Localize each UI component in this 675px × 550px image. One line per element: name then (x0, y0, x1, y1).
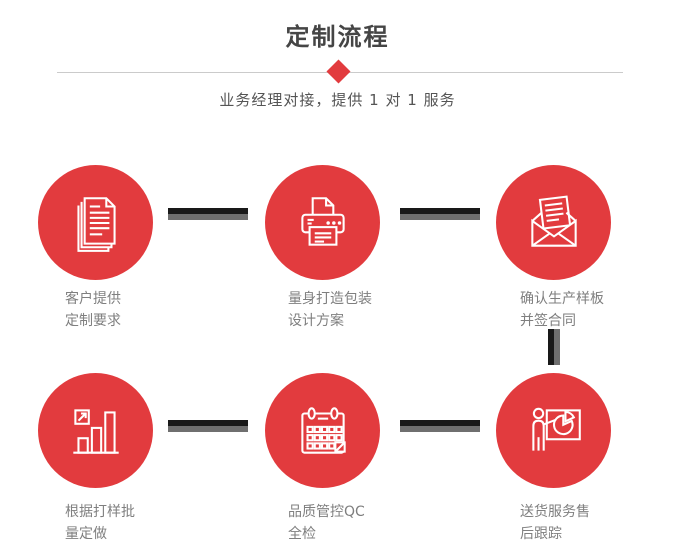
step-label-1-line1: 客户提供 (65, 291, 121, 307)
step-label-3: 确认生产样板 并签合同 (520, 288, 604, 332)
step-label-1: 客户提供 定制要求 (65, 288, 121, 332)
step-label-4-line2: 量定做 (65, 526, 107, 542)
step-circle-4 (38, 373, 153, 488)
page-title: 定制流程 (285, 23, 390, 51)
step-label-4: 根据打样批 量定做 (65, 501, 135, 545)
documents-icon (76, 196, 116, 252)
step-circle-3 (496, 165, 611, 280)
subtitle: 业务经理对接，提供 1 对 1 服务 (219, 91, 456, 109)
step-circle-6 (496, 373, 611, 488)
step-circle-2 (265, 165, 380, 280)
calendar-icon (300, 406, 346, 454)
connector-step5-step6 (400, 420, 480, 432)
step-label-6-line2: 后跟踪 (520, 526, 562, 542)
step-circle-1 (38, 165, 153, 280)
step-label-2-line1: 量身打造包装 (288, 291, 372, 307)
step-label-6: 送货服务售 后跟踪 (520, 501, 590, 545)
connector-step2-step3 (400, 208, 480, 220)
step-label-3-line1: 确认生产样板 (520, 291, 604, 307)
diamond-icon (326, 59, 351, 84)
step-label-6-line1: 送货服务售 (520, 504, 590, 520)
step-label-5: 品质管控QC 全检 (288, 501, 365, 545)
step-label-5-line2: 全检 (288, 526, 316, 542)
step-label-3-line2: 并签合同 (520, 313, 576, 329)
step-label-2: 量身打造包装 设计方案 (288, 288, 372, 332)
step-label-2-line2: 设计方案 (288, 313, 344, 329)
step-label-1-line2: 定制要求 (65, 313, 121, 329)
presentation-icon (531, 407, 581, 451)
step-label-5-line1: 品质管控QC (288, 504, 365, 520)
printer-icon (300, 196, 345, 246)
step-circle-5 (265, 373, 380, 488)
bar-chart-icon (72, 408, 119, 454)
connector-step1-step2 (168, 208, 248, 220)
connector-step4-step5 (168, 420, 248, 432)
connector-step3-step6 (548, 329, 560, 365)
envelope-icon (530, 194, 577, 247)
step-label-4-line1: 根据打样批 (65, 504, 135, 520)
